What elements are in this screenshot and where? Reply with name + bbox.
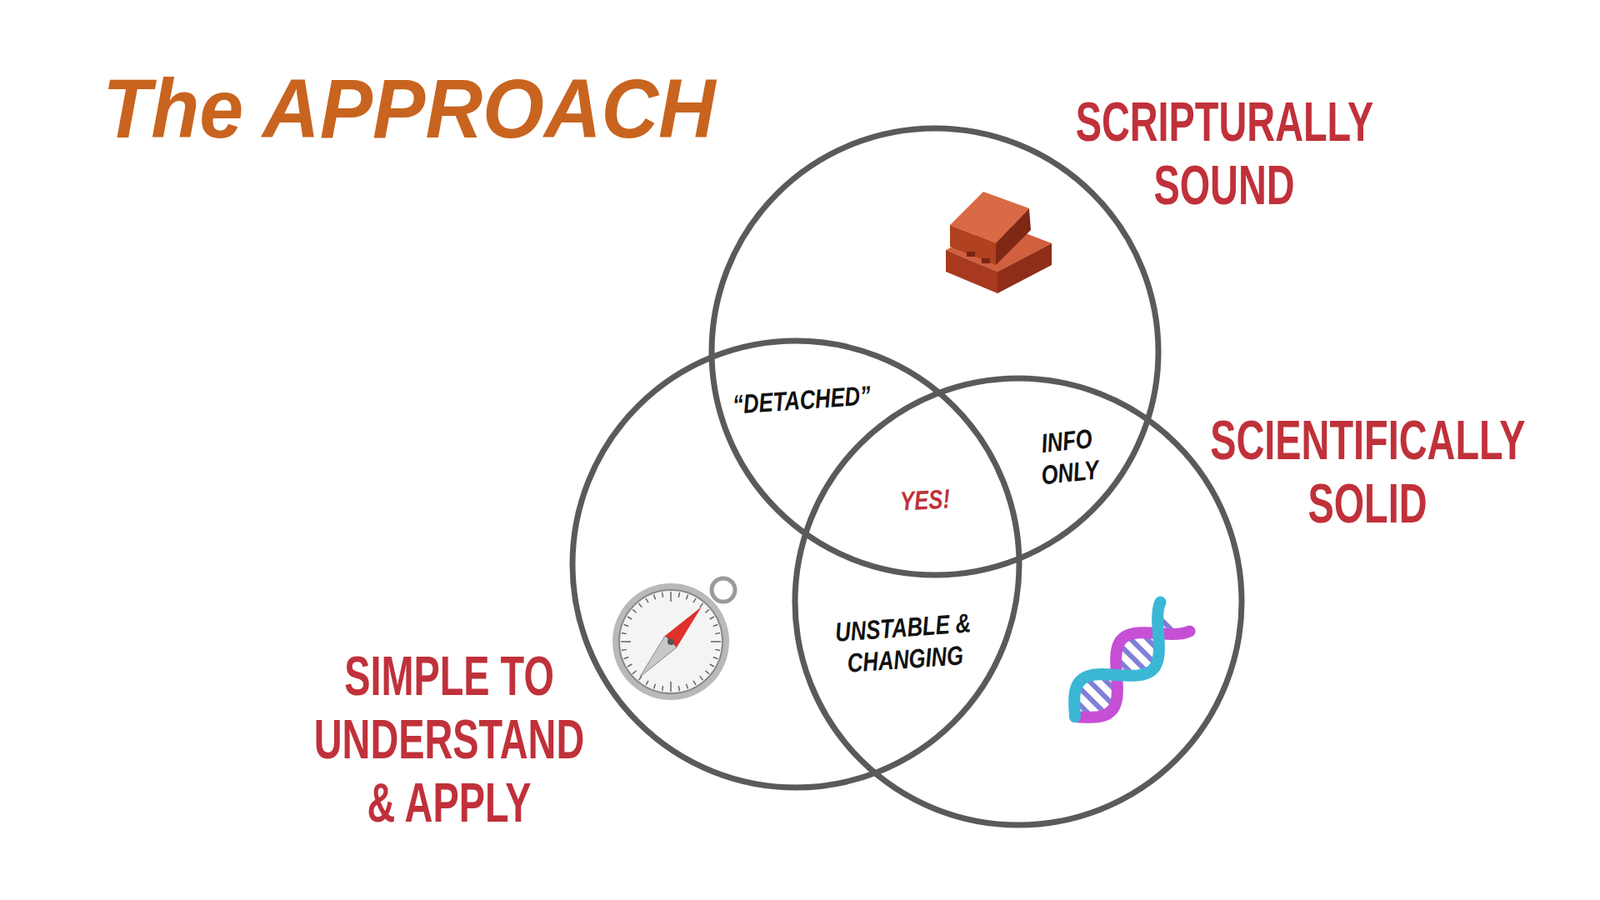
circle-heading: SCRIPTURALLY SOUND [1075,90,1374,217]
slide-title: The APPROACH [102,66,715,150]
region-label: YES! [899,482,951,517]
dna-icon [1074,602,1190,718]
circle-heading: SIMPLE TO UNDERSTAND & APPLY [314,644,585,835]
circle-heading: SCIENTIFICALLY SOLID [1210,408,1525,535]
compass-icon [612,578,735,700]
region-label: “DETACHED” [731,379,872,420]
brick-icon [945,191,1052,294]
region-label: INFO ONLY [1036,422,1101,492]
region-label: UNSTABLE & CHANGING [825,606,984,681]
